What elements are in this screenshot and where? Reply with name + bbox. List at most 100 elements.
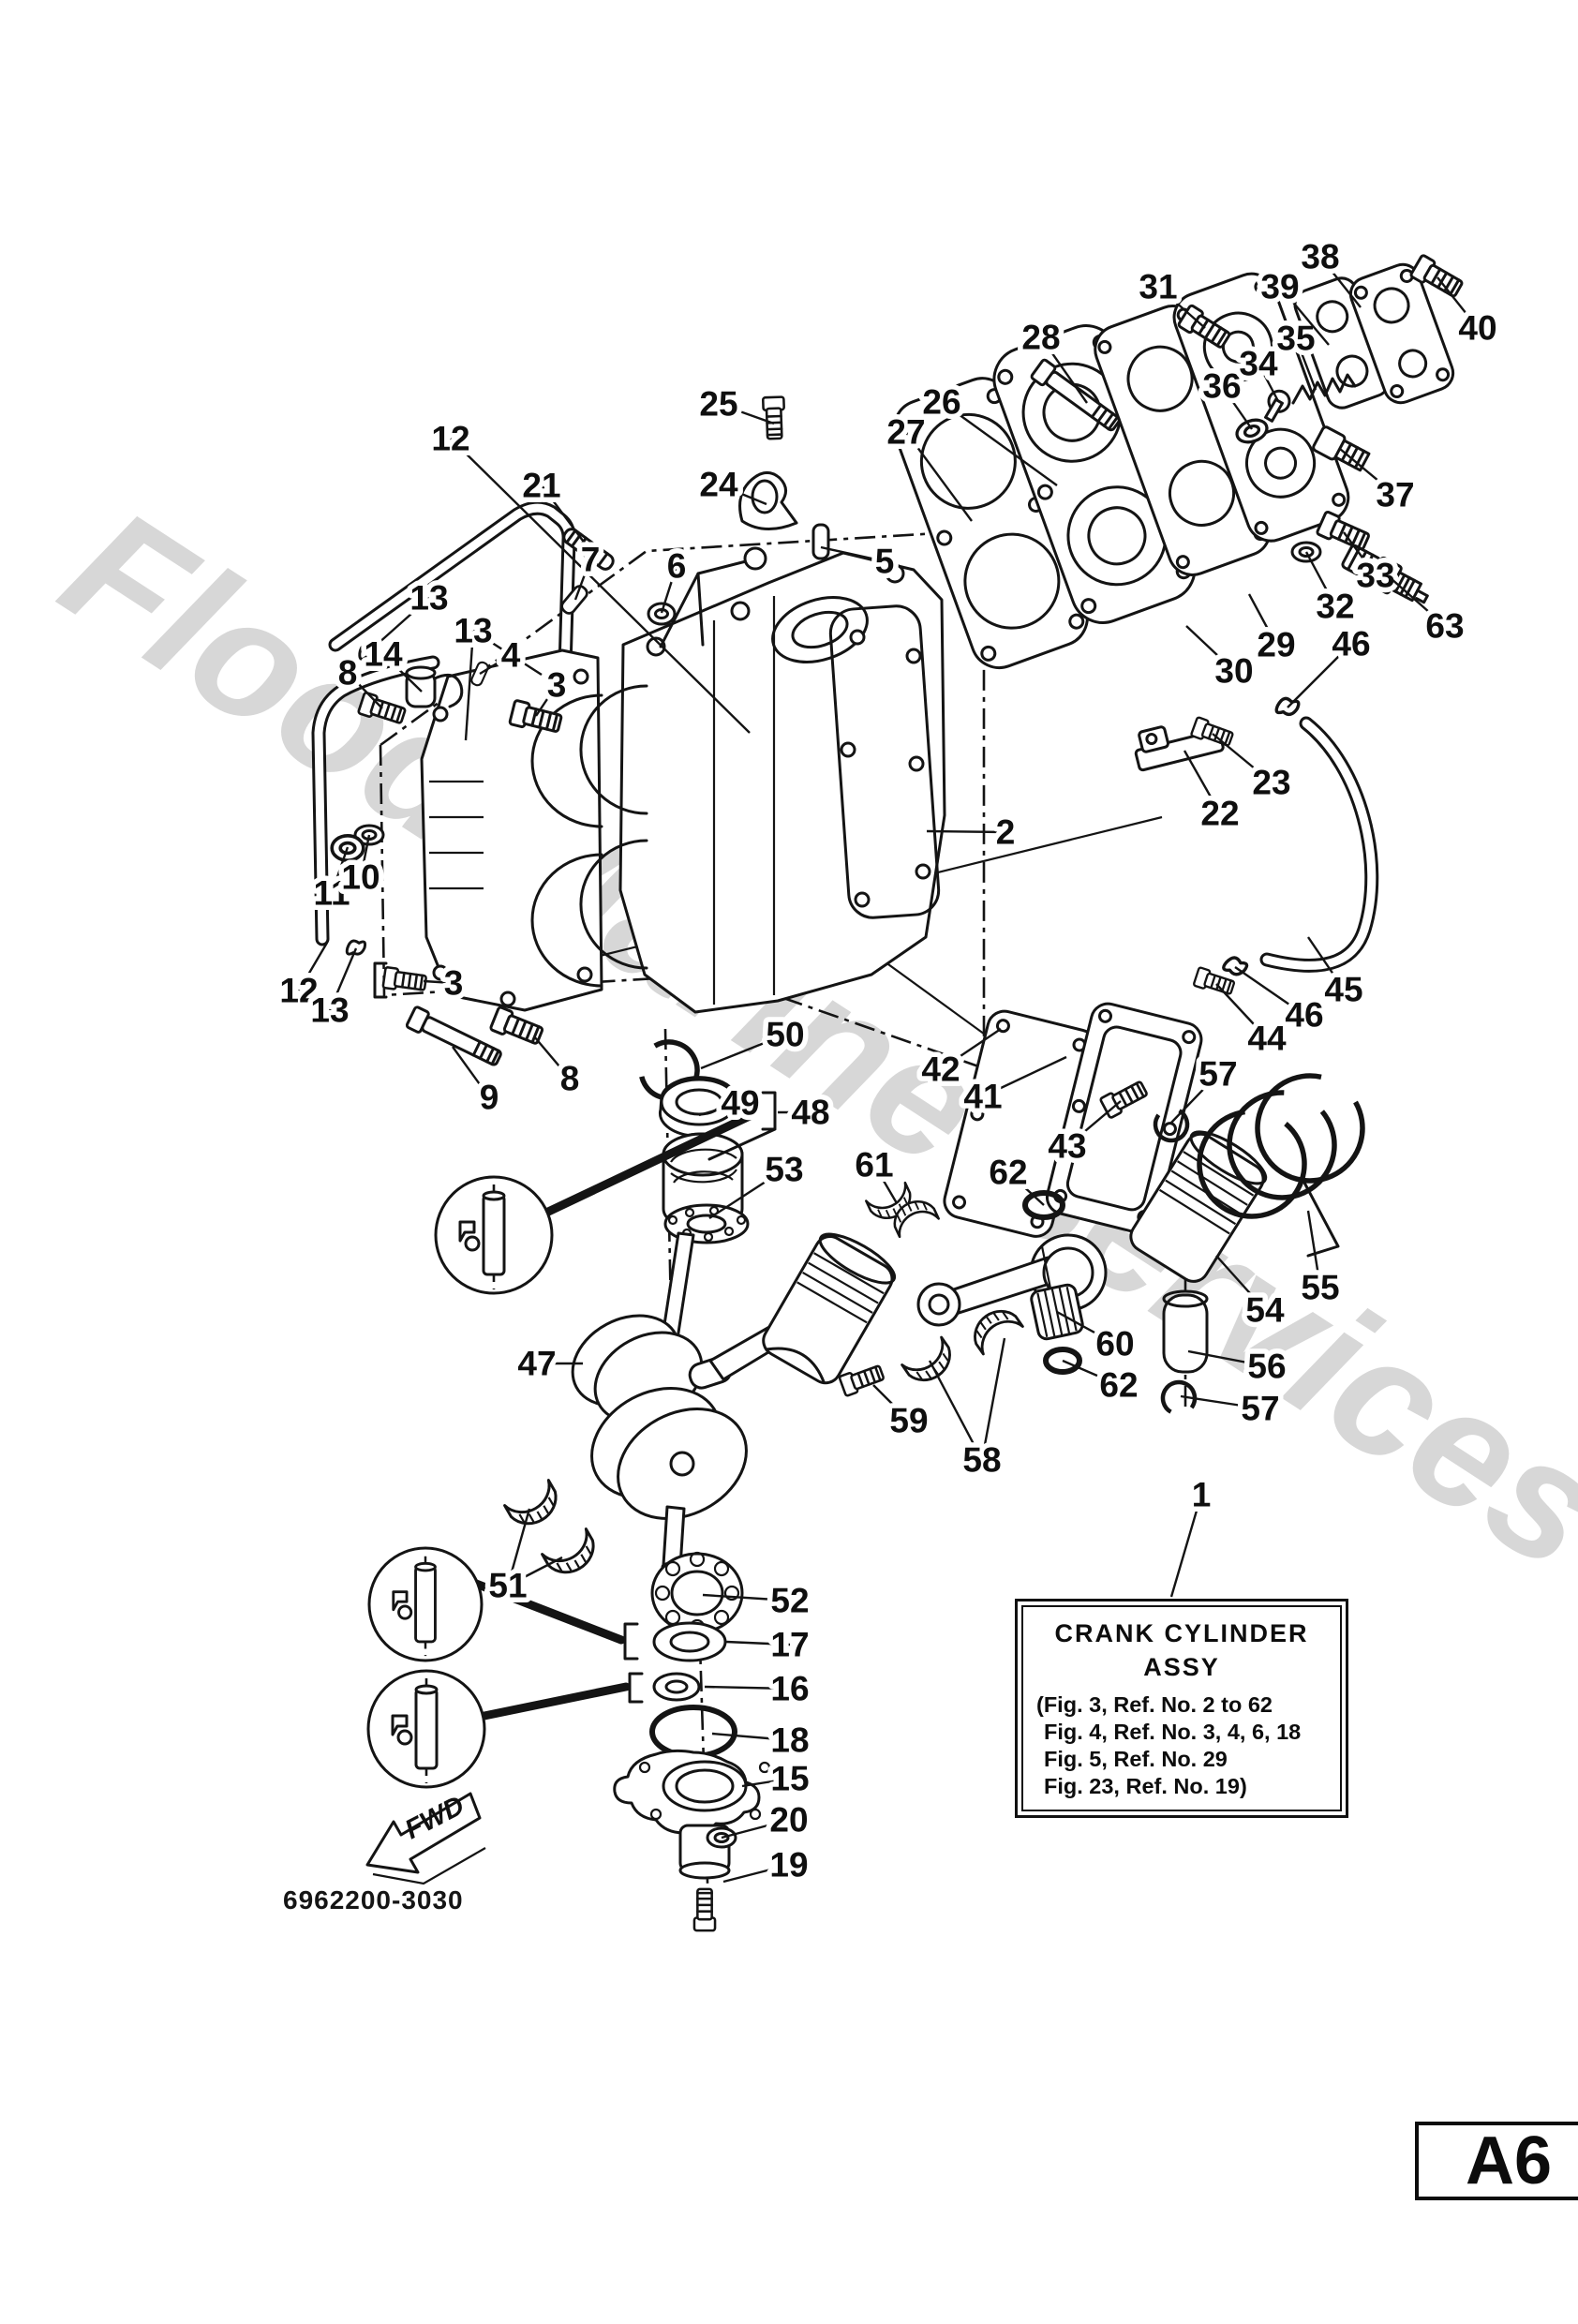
callout-2: 2 — [996, 813, 1016, 852]
leader-line — [940, 1028, 1002, 1070]
callout-13: 13 — [310, 991, 349, 1030]
callout-38: 38 — [1301, 238, 1339, 276]
leader-line — [702, 1593, 791, 1602]
page-ref-badge: A6 — [1415, 2122, 1578, 2200]
callout-30: 30 — [1214, 652, 1253, 691]
assembly-ref-line: Fig. 23, Ref. No. 19) — [1044, 1774, 1247, 1798]
leader-line — [741, 1777, 791, 1788]
ball-bearing — [650, 1551, 744, 1635]
leader-line — [507, 1556, 563, 1587]
callout-47: 47 — [517, 1345, 556, 1383]
callout-45: 45 — [1324, 971, 1362, 1009]
leader-line — [1170, 1073, 1219, 1124]
callout-13: 13 — [454, 612, 492, 650]
callout-16: 16 — [770, 1670, 809, 1708]
callout-13: 13 — [409, 579, 448, 618]
callout-10: 10 — [341, 858, 380, 897]
bracket-mark — [623, 1622, 644, 1704]
callout-63: 63 — [1425, 607, 1464, 646]
leader-line — [1169, 1494, 1203, 1598]
assembly-ref-line: Fig. 4, Ref. No. 3, 4, 6, 18 — [1044, 1720, 1302, 1744]
leader-line — [1390, 577, 1446, 627]
leader-line — [1247, 593, 1278, 646]
leader-line — [1287, 643, 1352, 708]
leader-line — [1185, 625, 1235, 672]
callout-12: 12 — [279, 972, 318, 1010]
o-ring — [649, 1705, 737, 1759]
leader-line — [1339, 448, 1396, 496]
callout-8: 8 — [560, 1060, 580, 1098]
detail-circle — [434, 1110, 756, 1295]
callout-27: 27 — [886, 413, 925, 452]
callout-46: 46 — [1332, 625, 1370, 663]
callout-17: 17 — [770, 1626, 809, 1664]
main-bearing-half — [503, 1479, 566, 1534]
callout-28: 28 — [1021, 319, 1060, 357]
thrust-washer — [652, 1672, 701, 1702]
callout-53: 53 — [765, 1151, 803, 1189]
leader-line — [1437, 276, 1479, 329]
callout-6: 6 — [667, 547, 687, 586]
callout-9: 9 — [480, 1079, 499, 1117]
leader-line — [820, 545, 886, 563]
hanger-bracket — [738, 471, 798, 530]
leader-line — [1234, 966, 1305, 1016]
leader-line — [718, 483, 767, 506]
leader-line — [718, 402, 775, 425]
leader-line — [725, 1640, 791, 1646]
callout-43: 43 — [1048, 1127, 1086, 1166]
leader-line — [367, 597, 430, 653]
leader-line — [872, 1164, 899, 1204]
bolt — [692, 1887, 717, 1932]
anode-plug — [1312, 425, 1371, 472]
callout-56: 56 — [1247, 1348, 1286, 1386]
callout-62: 62 — [989, 1154, 1027, 1192]
callout-3: 3 — [547, 666, 567, 705]
pin-clip — [1153, 1106, 1190, 1143]
callout-44: 44 — [1247, 1020, 1287, 1058]
assembly-ref-line: Fig. 5, Ref. No. 29 — [1044, 1747, 1228, 1771]
leader-line — [1056, 1310, 1116, 1346]
leader-line — [704, 1685, 791, 1691]
anode-bracket — [1134, 725, 1225, 772]
callout-8: 8 — [338, 654, 358, 693]
leader-line — [1343, 531, 1377, 576]
callout-42: 42 — [921, 1050, 960, 1089]
callout-18: 18 — [770, 1721, 809, 1760]
leader-line — [452, 1046, 490, 1098]
leader-line — [926, 829, 1006, 834]
leader-line — [722, 1863, 790, 1884]
crankcase-half — [420, 648, 603, 1012]
fwd-arrow: FWD — [365, 1791, 486, 1885]
callout-55: 55 — [1301, 1269, 1339, 1307]
leader-line — [1307, 936, 1345, 991]
thermostat-cover — [1348, 262, 1455, 405]
callout-20: 20 — [769, 1801, 808, 1840]
callout-40: 40 — [1458, 309, 1496, 348]
pin-clip — [1160, 1379, 1198, 1417]
callout-4: 4 — [501, 636, 521, 675]
callout-11: 11 — [313, 874, 350, 913]
leader-line — [423, 979, 454, 985]
leader-line — [872, 1384, 910, 1422]
callout-51: 51 — [488, 1567, 527, 1605]
leader-line — [1007, 1171, 1045, 1206]
callout-32: 32 — [1316, 588, 1354, 626]
leader-line — [573, 559, 592, 601]
callout-41: 41 — [963, 1078, 1002, 1116]
water-hose — [1221, 696, 1379, 978]
leader-line — [328, 947, 358, 1011]
callout-14: 14 — [364, 635, 403, 674]
leader-line — [1221, 385, 1253, 430]
leader-line — [1180, 1394, 1261, 1410]
callout-34: 34 — [1239, 345, 1278, 383]
callout-19: 19 — [769, 1846, 808, 1885]
bearing-housing — [613, 1749, 771, 1880]
leader-line — [1215, 983, 1268, 1039]
leader-line — [1040, 336, 1088, 404]
callout-52: 52 — [770, 1582, 809, 1620]
leader-line — [1212, 733, 1273, 783]
callout-31: 31 — [1139, 268, 1177, 306]
leader-line — [1279, 286, 1330, 346]
